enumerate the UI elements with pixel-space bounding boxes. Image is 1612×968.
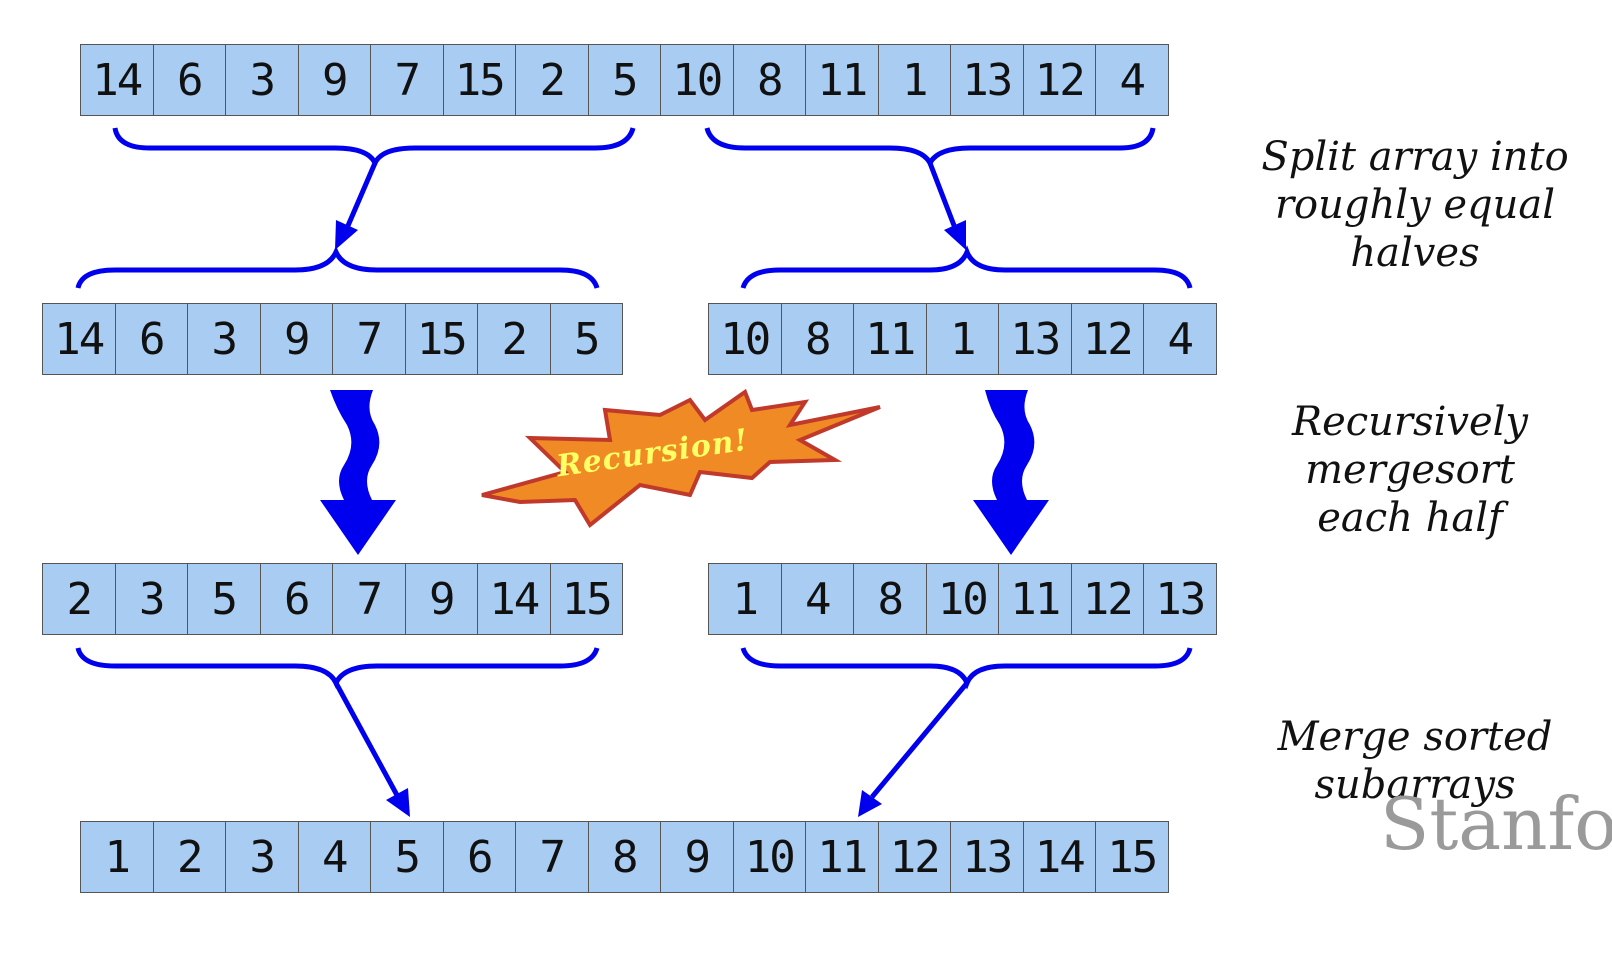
array-cell: 5: [589, 45, 661, 115]
brace-split-right: [704, 127, 1156, 169]
array-cell: 1: [879, 45, 951, 115]
array-cell: 14: [81, 45, 154, 115]
array-cell: 1: [709, 564, 782, 634]
caption-line: Recursively: [1291, 399, 1529, 445]
array-cell: 4: [782, 564, 854, 634]
arrowhead-split-left: [335, 220, 358, 250]
array-cell: 6: [116, 304, 188, 374]
array-cell: 13: [951, 45, 1024, 115]
array-cell: 15: [406, 304, 478, 374]
array-cell: 11: [854, 304, 927, 374]
caption-line: subarrays: [1314, 762, 1516, 808]
array-cell: 10: [709, 304, 782, 374]
array-cell: 10: [927, 564, 999, 634]
array-cell: 2: [478, 304, 551, 374]
arrowhead-merge-right: [858, 790, 882, 817]
array-cell: 2: [154, 822, 226, 892]
array-cell: 6: [444, 822, 516, 892]
arrow-split-left: [344, 162, 378, 229]
array-cell: 8: [782, 304, 854, 374]
array-cell: 4: [1096, 45, 1169, 115]
caption-merge: Merge sorted subarrays: [1245, 713, 1585, 809]
array-cell: 10: [734, 822, 806, 892]
array-cell: 8: [734, 45, 806, 115]
array-cell: 13: [951, 822, 1024, 892]
brace-half-right: [740, 245, 1193, 289]
array-cell: 4: [1144, 304, 1217, 374]
array-cell: 15: [444, 45, 516, 115]
array-cell: 7: [371, 45, 444, 115]
array-cell: 9: [406, 564, 478, 634]
array-cell: 3: [226, 45, 299, 115]
brace-merge-right: [740, 647, 1193, 690]
array-cell: 9: [661, 822, 734, 892]
array-cell: 14: [43, 304, 116, 374]
array-cell: 9: [261, 304, 333, 374]
arrowhead-split-right: [944, 220, 966, 250]
recursion-burst: [481, 388, 881, 528]
arrow-merge-right: [870, 681, 969, 799]
caption-line: Split array into: [1261, 134, 1569, 180]
brace-merge-left: [75, 647, 600, 689]
array-cell: 11: [806, 45, 879, 115]
array-cell: 6: [154, 45, 226, 115]
array-cell: 3: [188, 304, 261, 374]
caption-line: each half: [1317, 495, 1503, 541]
array-cell: 11: [999, 564, 1072, 634]
array-cell: 12: [1024, 45, 1096, 115]
array-cell: 8: [854, 564, 927, 634]
array-cell: 1: [81, 822, 154, 892]
caption-line: roughly equal: [1274, 182, 1556, 228]
array-cell: 13: [999, 304, 1072, 374]
array-cell: 11: [806, 822, 879, 892]
array-cell: 7: [333, 304, 406, 374]
array-cell: 6: [261, 564, 333, 634]
brace-split-left: [112, 127, 636, 169]
array-cell: 9: [299, 45, 371, 115]
array-cell: 12: [1072, 564, 1144, 634]
array-cell: 3: [116, 564, 188, 634]
caption-line: halves: [1350, 230, 1480, 276]
array-cell: 10: [661, 45, 734, 115]
caption-split: Split array into roughly equal halves: [1245, 133, 1585, 277]
array-cell: 8: [589, 822, 661, 892]
arrow-merge-left: [333, 681, 401, 799]
array-cell: 7: [516, 822, 589, 892]
brace-half-left: [75, 245, 600, 289]
caption-line: mergesort: [1305, 447, 1515, 493]
array-cell: 14: [1024, 822, 1096, 892]
array-cell: 2: [43, 564, 116, 634]
arrow-split-right: [927, 162, 958, 229]
array-cell: 15: [1096, 822, 1169, 892]
array-cell: 3: [226, 822, 299, 892]
array-cell: 15: [551, 564, 623, 634]
wavy-arrow-right: [973, 390, 1049, 555]
array-cell: 5: [371, 822, 444, 892]
arrowhead-merge-left: [386, 788, 410, 817]
caption-line: Merge sorted: [1277, 714, 1553, 760]
array-cell: 14: [478, 564, 551, 634]
array-cell: 5: [188, 564, 261, 634]
array-cell: 12: [879, 822, 951, 892]
array-cell: 13: [1144, 564, 1217, 634]
caption-recurse: Recursively mergesort each half: [1240, 398, 1580, 542]
wavy-arrow-left: [320, 390, 396, 555]
array-cell: 4: [299, 822, 371, 892]
array-cell: 7: [333, 564, 406, 634]
array-cell: 1: [927, 304, 999, 374]
watermark-logo: Stanfo: [1380, 782, 1612, 866]
array-cell: 12: [1072, 304, 1144, 374]
array-cell: 5: [551, 304, 623, 374]
array-cell: 2: [516, 45, 589, 115]
